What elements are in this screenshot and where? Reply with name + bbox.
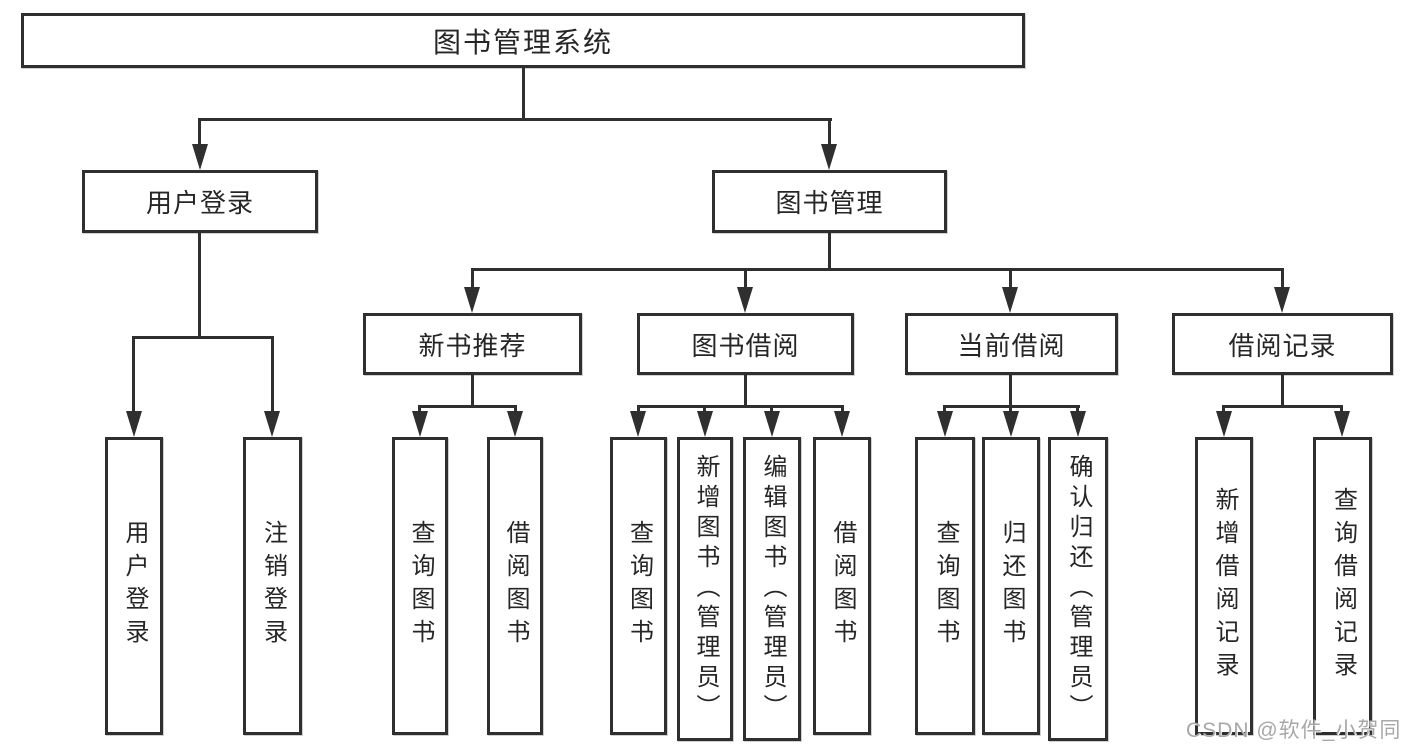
connector-line [1009,405,1012,413]
leaf-borrow-books-recommend: 借阅图书 [487,437,543,735]
connector-line [1222,405,1225,413]
leaf-confirm-return-admin: 确认归还（管理员） [1048,437,1108,741]
node-new-book-recommend: 新书推荐 [363,313,582,375]
arrow-down-icon [1003,411,1019,437]
connector-line [1076,405,1079,413]
node-borrowing-records: 借阅记录 [1172,313,1393,375]
connector-line [418,405,517,408]
leaf-query-books-current: 查询图书 [915,437,975,735]
arrow-down-icon [1216,411,1232,437]
arrow-down-icon [1274,287,1290,313]
connector-line [522,68,525,120]
arrow-down-icon [764,411,780,437]
leaf-add-borrow-record: 新增借阅记录 [1195,437,1253,735]
node-book-management: 图书管理 [712,170,947,233]
arrow-down-icon [697,411,713,437]
connector-line [471,268,474,290]
connector-line [637,405,640,413]
node-library-management-system: 图书管理系统 [21,13,1025,68]
leaf-return-books: 归还图书 [982,437,1040,735]
connector-line [471,268,1284,271]
leaf-query-books-recommend: 查询图书 [392,437,448,735]
connector-line [744,375,747,407]
connector-line [841,405,844,413]
arrow-down-icon [412,411,428,437]
connector-line [198,118,201,148]
arrow-down-icon [126,411,142,437]
csdn-watermark: CSDN @软件_小贺同学 [1186,719,1402,742]
connector-line [744,268,747,290]
leaf-add-books-admin: 新增图书（管理员） [677,437,733,741]
connector-line [1009,375,1012,407]
arrow-down-icon [507,411,523,437]
connector-line [418,405,421,413]
arrow-down-icon [264,411,280,437]
connector-line [1009,268,1012,290]
node-book-borrowing: 图书借阅 [637,313,854,375]
connector-line [1222,405,1343,408]
leaf-user-login: 用户登录 [105,437,163,735]
connector-line [1281,375,1284,407]
connector-line [198,118,832,121]
arrow-down-icon [821,144,837,170]
node-current-borrowing: 当前借阅 [905,313,1118,375]
arrow-down-icon [192,144,208,170]
arrow-down-icon [834,411,850,437]
connector-line [132,336,135,413]
connector-line [198,233,201,339]
arrow-down-icon [464,287,480,313]
connector-line [132,336,274,339]
leaf-query-borrow-record: 查询借阅记录 [1313,437,1372,735]
connector-line [271,336,274,413]
leaf-borrow-books-borrowing: 借阅图书 [813,437,871,735]
connector-line [828,233,831,270]
arrow-down-icon [737,287,753,313]
connector-line [1281,268,1284,290]
connector-line [828,118,831,148]
arrow-down-icon [630,411,646,437]
connector-line [1340,405,1343,413]
connector-line [471,375,474,407]
leaf-edit-books-admin: 编辑图书（管理员） [743,437,801,741]
leaf-query-books-borrowing: 查询图书 [610,437,667,735]
arrow-down-icon [1070,411,1086,437]
arrow-down-icon [937,411,953,437]
arrow-down-icon [1002,287,1018,313]
node-user-login: 用户登录 [82,170,318,233]
connector-line [770,405,773,413]
connector-line [703,405,706,413]
leaf-logout: 注销登录 [243,437,302,735]
connector-line [514,405,517,413]
arrow-down-icon [1334,411,1350,437]
connector-line [637,405,844,408]
connector-line [943,405,946,413]
